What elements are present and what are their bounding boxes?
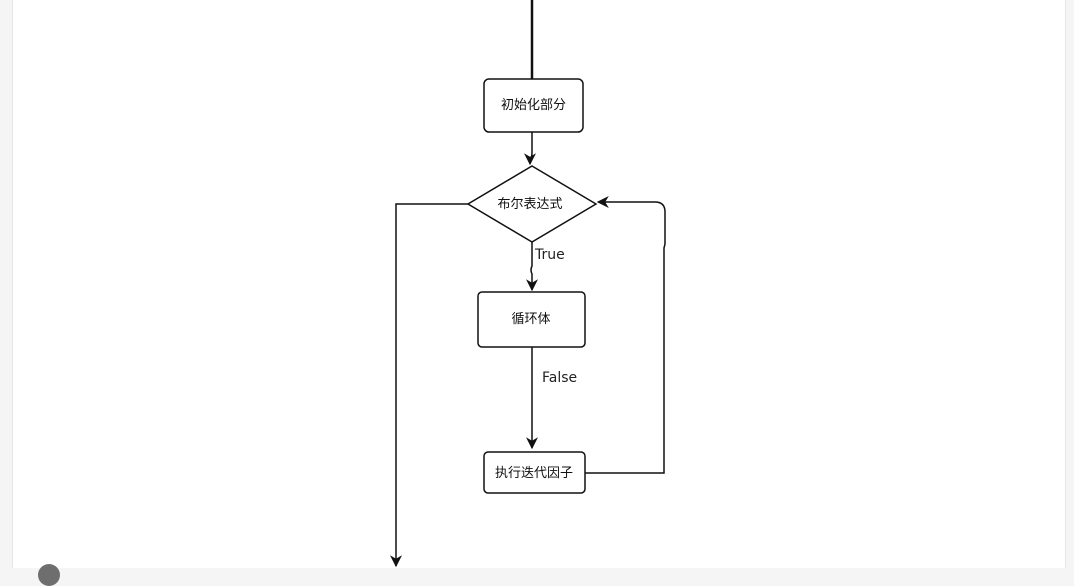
- edge-iterate-loop-back: [585, 196, 666, 474]
- node-condition: 布尔表达式: [466, 165, 598, 243]
- edge-label-true: True: [534, 247, 565, 263]
- edge-init-to-condition: [524, 132, 536, 166]
- node-condition-label: 布尔表达式: [497, 197, 562, 212]
- floating-help-button[interactable]: [38, 564, 60, 586]
- node-body-label: 循环体: [511, 312, 550, 327]
- node-iterate-label: 执行迭代因子: [495, 466, 573, 481]
- edge-label-false: False: [542, 370, 577, 386]
- node-init: 初始化部分: [483, 78, 584, 133]
- node-iterate: 执行迭代因子: [483, 451, 586, 494]
- edge-condition-to-body: [526, 242, 538, 292]
- edge-condition-exit: [390, 203, 468, 568]
- node-init-label: 初始化部分: [501, 98, 566, 113]
- flowchart: 初始化部分 布尔表达式 循环体 执行迭代因子 True False: [390, 0, 666, 568]
- node-body: 循环体: [477, 291, 586, 348]
